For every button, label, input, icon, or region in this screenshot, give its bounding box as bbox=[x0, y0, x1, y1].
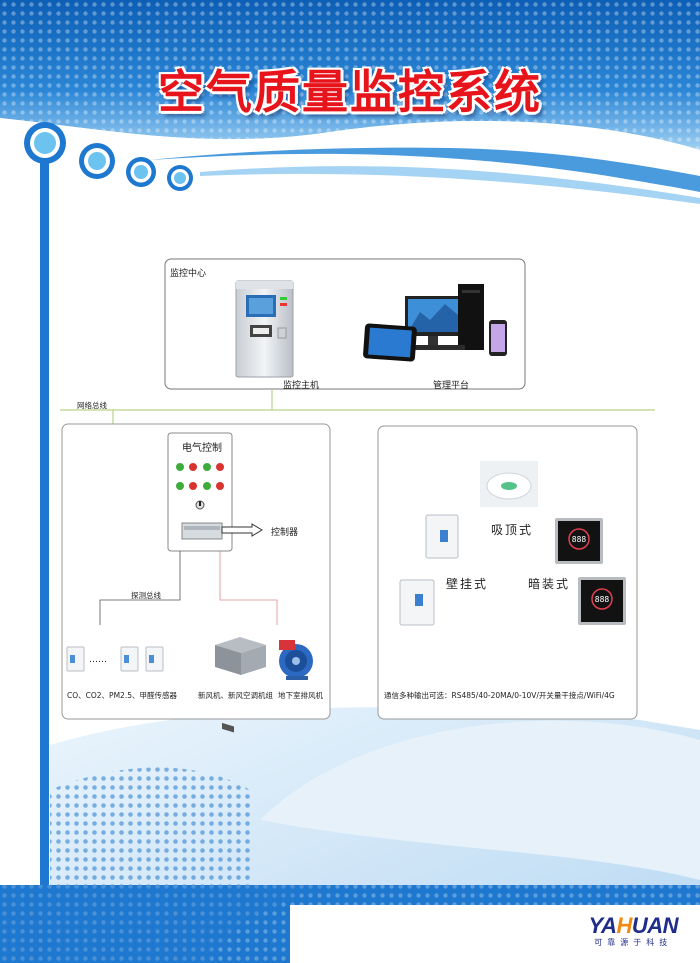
ceiling-sensor-device bbox=[480, 461, 538, 507]
logo-wordmark: YAHUAN bbox=[588, 913, 679, 938]
concealed-mount-label: 暗装式 bbox=[528, 577, 571, 591]
fresh-air-unit-label: 新风机、新风空调机组 bbox=[198, 691, 273, 700]
controller-module bbox=[181, 522, 223, 540]
sensors-label: CO、CO2、PM2.5、甲醛传感器 bbox=[67, 691, 177, 700]
sensor-ellipsis: …… bbox=[89, 655, 107, 665]
wall-sensor-device-2 bbox=[399, 579, 435, 626]
svg-text:888: 888 bbox=[572, 535, 587, 544]
svg-text:888: 888 bbox=[595, 595, 610, 604]
monitor-host-device bbox=[235, 280, 294, 378]
detect-bus-label: 探测总线 bbox=[131, 591, 161, 600]
management-platform-devices bbox=[363, 284, 507, 362]
decorative-circles bbox=[24, 122, 193, 191]
concealed-panel-2: 888 bbox=[578, 577, 626, 625]
fresh-air-unit bbox=[215, 637, 266, 733]
wall-mount-label: 壁挂式 bbox=[446, 577, 489, 591]
ceiling-mount-label: 吸顶式 bbox=[491, 523, 534, 537]
page-title: 空气质量监控系统 bbox=[158, 65, 542, 119]
electric-control-label: 电气控制 bbox=[182, 443, 222, 454]
logo-tagline: 可靠源于科技 bbox=[594, 938, 673, 947]
network-bus-label: 网络总线 bbox=[77, 401, 107, 410]
management-platform-label: 管理平台 bbox=[433, 381, 470, 391]
indicator-lamps bbox=[176, 463, 224, 510]
controller-label: 控制器 bbox=[271, 528, 299, 538]
basement-exhaust-fan bbox=[279, 640, 313, 680]
wall-sensor-device-1 bbox=[425, 514, 459, 559]
basement-fan-label: 地下室排风机 bbox=[278, 691, 323, 700]
communication-options-note: 通信多种输出可选：RS485/40-20MA/0-10V/开关量干接点/WiFi… bbox=[384, 691, 615, 700]
monitor-center-label: 监控中心 bbox=[170, 269, 207, 279]
concealed-panel-1: 888 bbox=[555, 518, 603, 564]
sensor-devices bbox=[66, 646, 164, 672]
monitor-host-label: 监控主机 bbox=[283, 381, 320, 391]
company-logo: YAHUAN 可靠源于科技 bbox=[589, 913, 679, 948]
